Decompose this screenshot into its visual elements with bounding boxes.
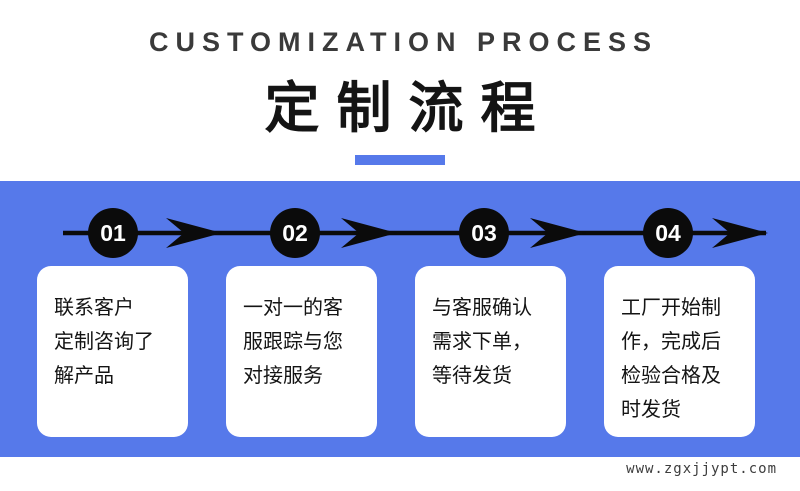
step-card-1: 联系客户 定制咨询了 解产品 <box>37 266 188 437</box>
step-card-text: 与客服确认 需求下单， 等待发货 <box>432 297 532 387</box>
watermark-url: www.zgxjjypt.com <box>626 461 777 477</box>
title-underline-bar <box>355 155 445 165</box>
arrowhead-1 <box>166 218 222 248</box>
step-number-2: 02 <box>282 220 308 246</box>
step-badge-4 <box>643 208 693 258</box>
step-badge-3 <box>459 208 509 258</box>
step-card-text: 一对一的客 服跟踪与您 对接服务 <box>243 297 343 387</box>
step-card-text: 联系客户 定制咨询了 解产品 <box>54 297 154 387</box>
step-number-1: 01 <box>100 220 126 246</box>
step-number-4: 04 <box>655 220 681 246</box>
page-title: 定制流程 <box>264 77 553 139</box>
step-cards: 联系客户 定制咨询了 解产品 一对一的客 服跟踪与您 对接服务 与客服确认 需求… <box>37 266 755 437</box>
subtitle-en: CUSTOMIZATION PROCESS <box>148 27 659 57</box>
step-card-4: 工厂开始制 作，完成后 检验合格及 时发货 <box>604 266 755 437</box>
arrowhead-4 <box>712 218 768 248</box>
arrowhead-3 <box>530 218 586 248</box>
process-band: 01 02 03 04 联系客户 定制咨询了 解产品 一对一的客 服跟踪与您 对… <box>0 181 800 457</box>
step-card-text: 工厂开始制 作，完成后 检验合格及 时发货 <box>621 297 721 421</box>
process-flow-arrow: 01 02 03 04 <box>63 208 768 258</box>
step-card-3: 与客服确认 需求下单， 等待发货 <box>415 266 566 437</box>
header: CUSTOMIZATION PROCESS 定制流程 <box>0 0 800 165</box>
arrowhead-2 <box>341 218 397 248</box>
step-badge-1 <box>88 208 138 258</box>
step-card-2: 一对一的客 服跟踪与您 对接服务 <box>226 266 377 437</box>
step-badge-2 <box>270 208 320 258</box>
step-number-3: 03 <box>471 220 497 246</box>
